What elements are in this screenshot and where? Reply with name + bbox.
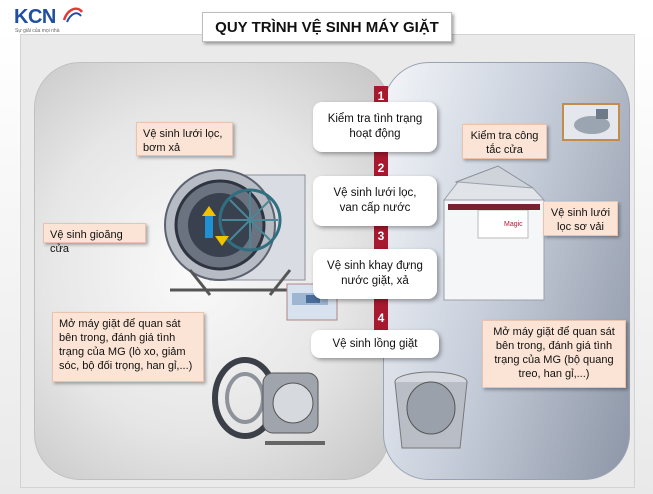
step-2-card: Vệ sinh lưới lọc, van cấp nước — [313, 176, 437, 226]
kcn-logo: KCN Sự giải của mọi nhà — [14, 6, 84, 40]
step-3-card: Vệ sinh khay đựng nước giặt, xả — [313, 249, 437, 299]
callout-filter-pump: Vệ sinh lưới lọc, bơm xả — [136, 122, 233, 156]
top-loader-tub-image — [394, 371, 468, 449]
top-loader-machine-image: Magic — [442, 165, 546, 301]
step-2-label: Vệ sinh lưới lọc, van cấp nước — [333, 187, 417, 214]
step-3-label: Vệ sinh khay đựng nước giặt, xả — [327, 260, 423, 287]
callout-door-gasket: Vệ sinh gioăng cửa — [43, 223, 146, 255]
callout-inspect-top: Mở máy giặt để quan sát bên trong, đánh … — [482, 320, 626, 388]
callout-door-switch: Kiểm tra công tắc cửa — [462, 124, 547, 159]
front-loader-cutaway-image — [164, 169, 306, 296]
callout-lint-filter: Vệ sinh lưới lọc sơ vải — [543, 201, 618, 236]
step-number-4: 4 — [377, 311, 385, 325]
disassembled-drum-image — [212, 357, 325, 445]
step-1-label: Kiểm tra tình trạng hoạt động — [327, 113, 423, 140]
step-number-2: 2 — [377, 161, 385, 175]
page-title: QUY TRÌNH VỆ SINH MÁY GIẶT — [202, 12, 452, 42]
step-number-1: 1 — [377, 89, 385, 103]
step-number-3: 3 — [377, 229, 385, 243]
logo-swoosh-icon — [62, 7, 84, 23]
svg-text:Magic: Magic — [504, 221, 523, 228]
logo-tagline: Sự giải của mọi nhà — [15, 28, 60, 34]
step-4-card: Vệ sinh lồng giặt — [311, 330, 439, 358]
logo-text: KCN — [14, 6, 56, 28]
door-switch-image — [562, 103, 620, 141]
callout-inspect-front: Mở máy giặt để quan sát bên trong, đánh … — [52, 312, 204, 382]
step-4-label: Vệ sinh lồng giặt — [332, 337, 418, 350]
step-1-card: Kiểm tra tình trạng hoạt động — [313, 102, 437, 152]
